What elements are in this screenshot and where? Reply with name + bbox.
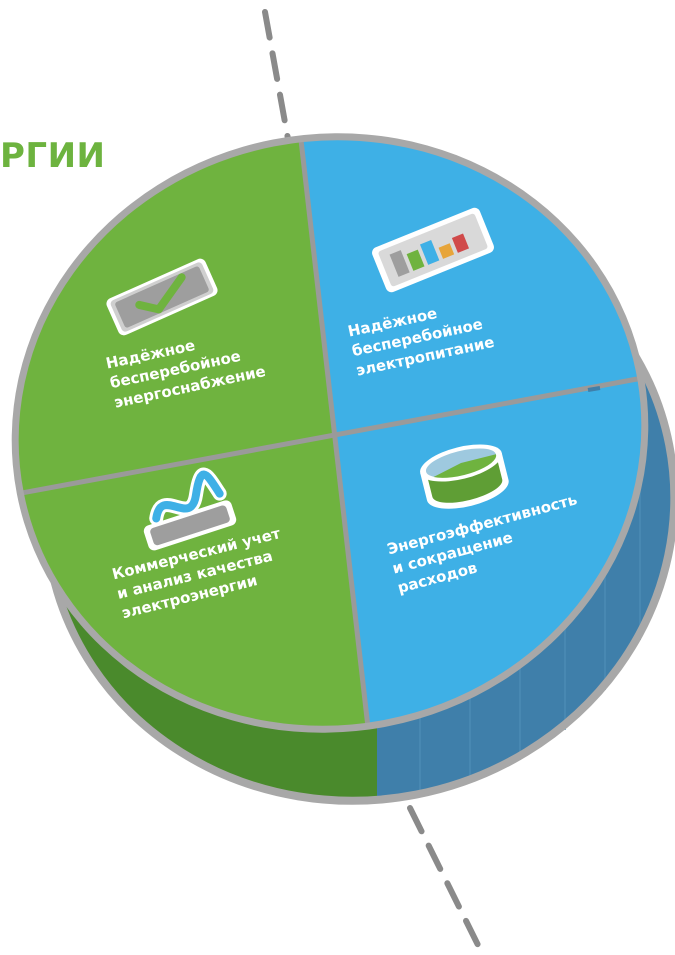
segment-efficiency (334, 372, 675, 783)
rim-marker (587, 386, 601, 392)
divider-horizontal (0, 369, 675, 500)
divider-vertical (282, 83, 397, 783)
axis-dashed-line-top (262, 9, 293, 153)
pie-cylinder-icon (420, 444, 509, 509)
disc-top-edge (12, 134, 648, 732)
axis-dashed-line-bottom (407, 805, 481, 948)
page-title: РГИИ (0, 136, 106, 176)
bar-chart-document-icon (372, 207, 494, 293)
wave-gauge-icon (143, 467, 237, 551)
checkmark-document-icon (106, 258, 218, 336)
segment-metering (0, 437, 394, 783)
segment-supply (0, 83, 334, 497)
